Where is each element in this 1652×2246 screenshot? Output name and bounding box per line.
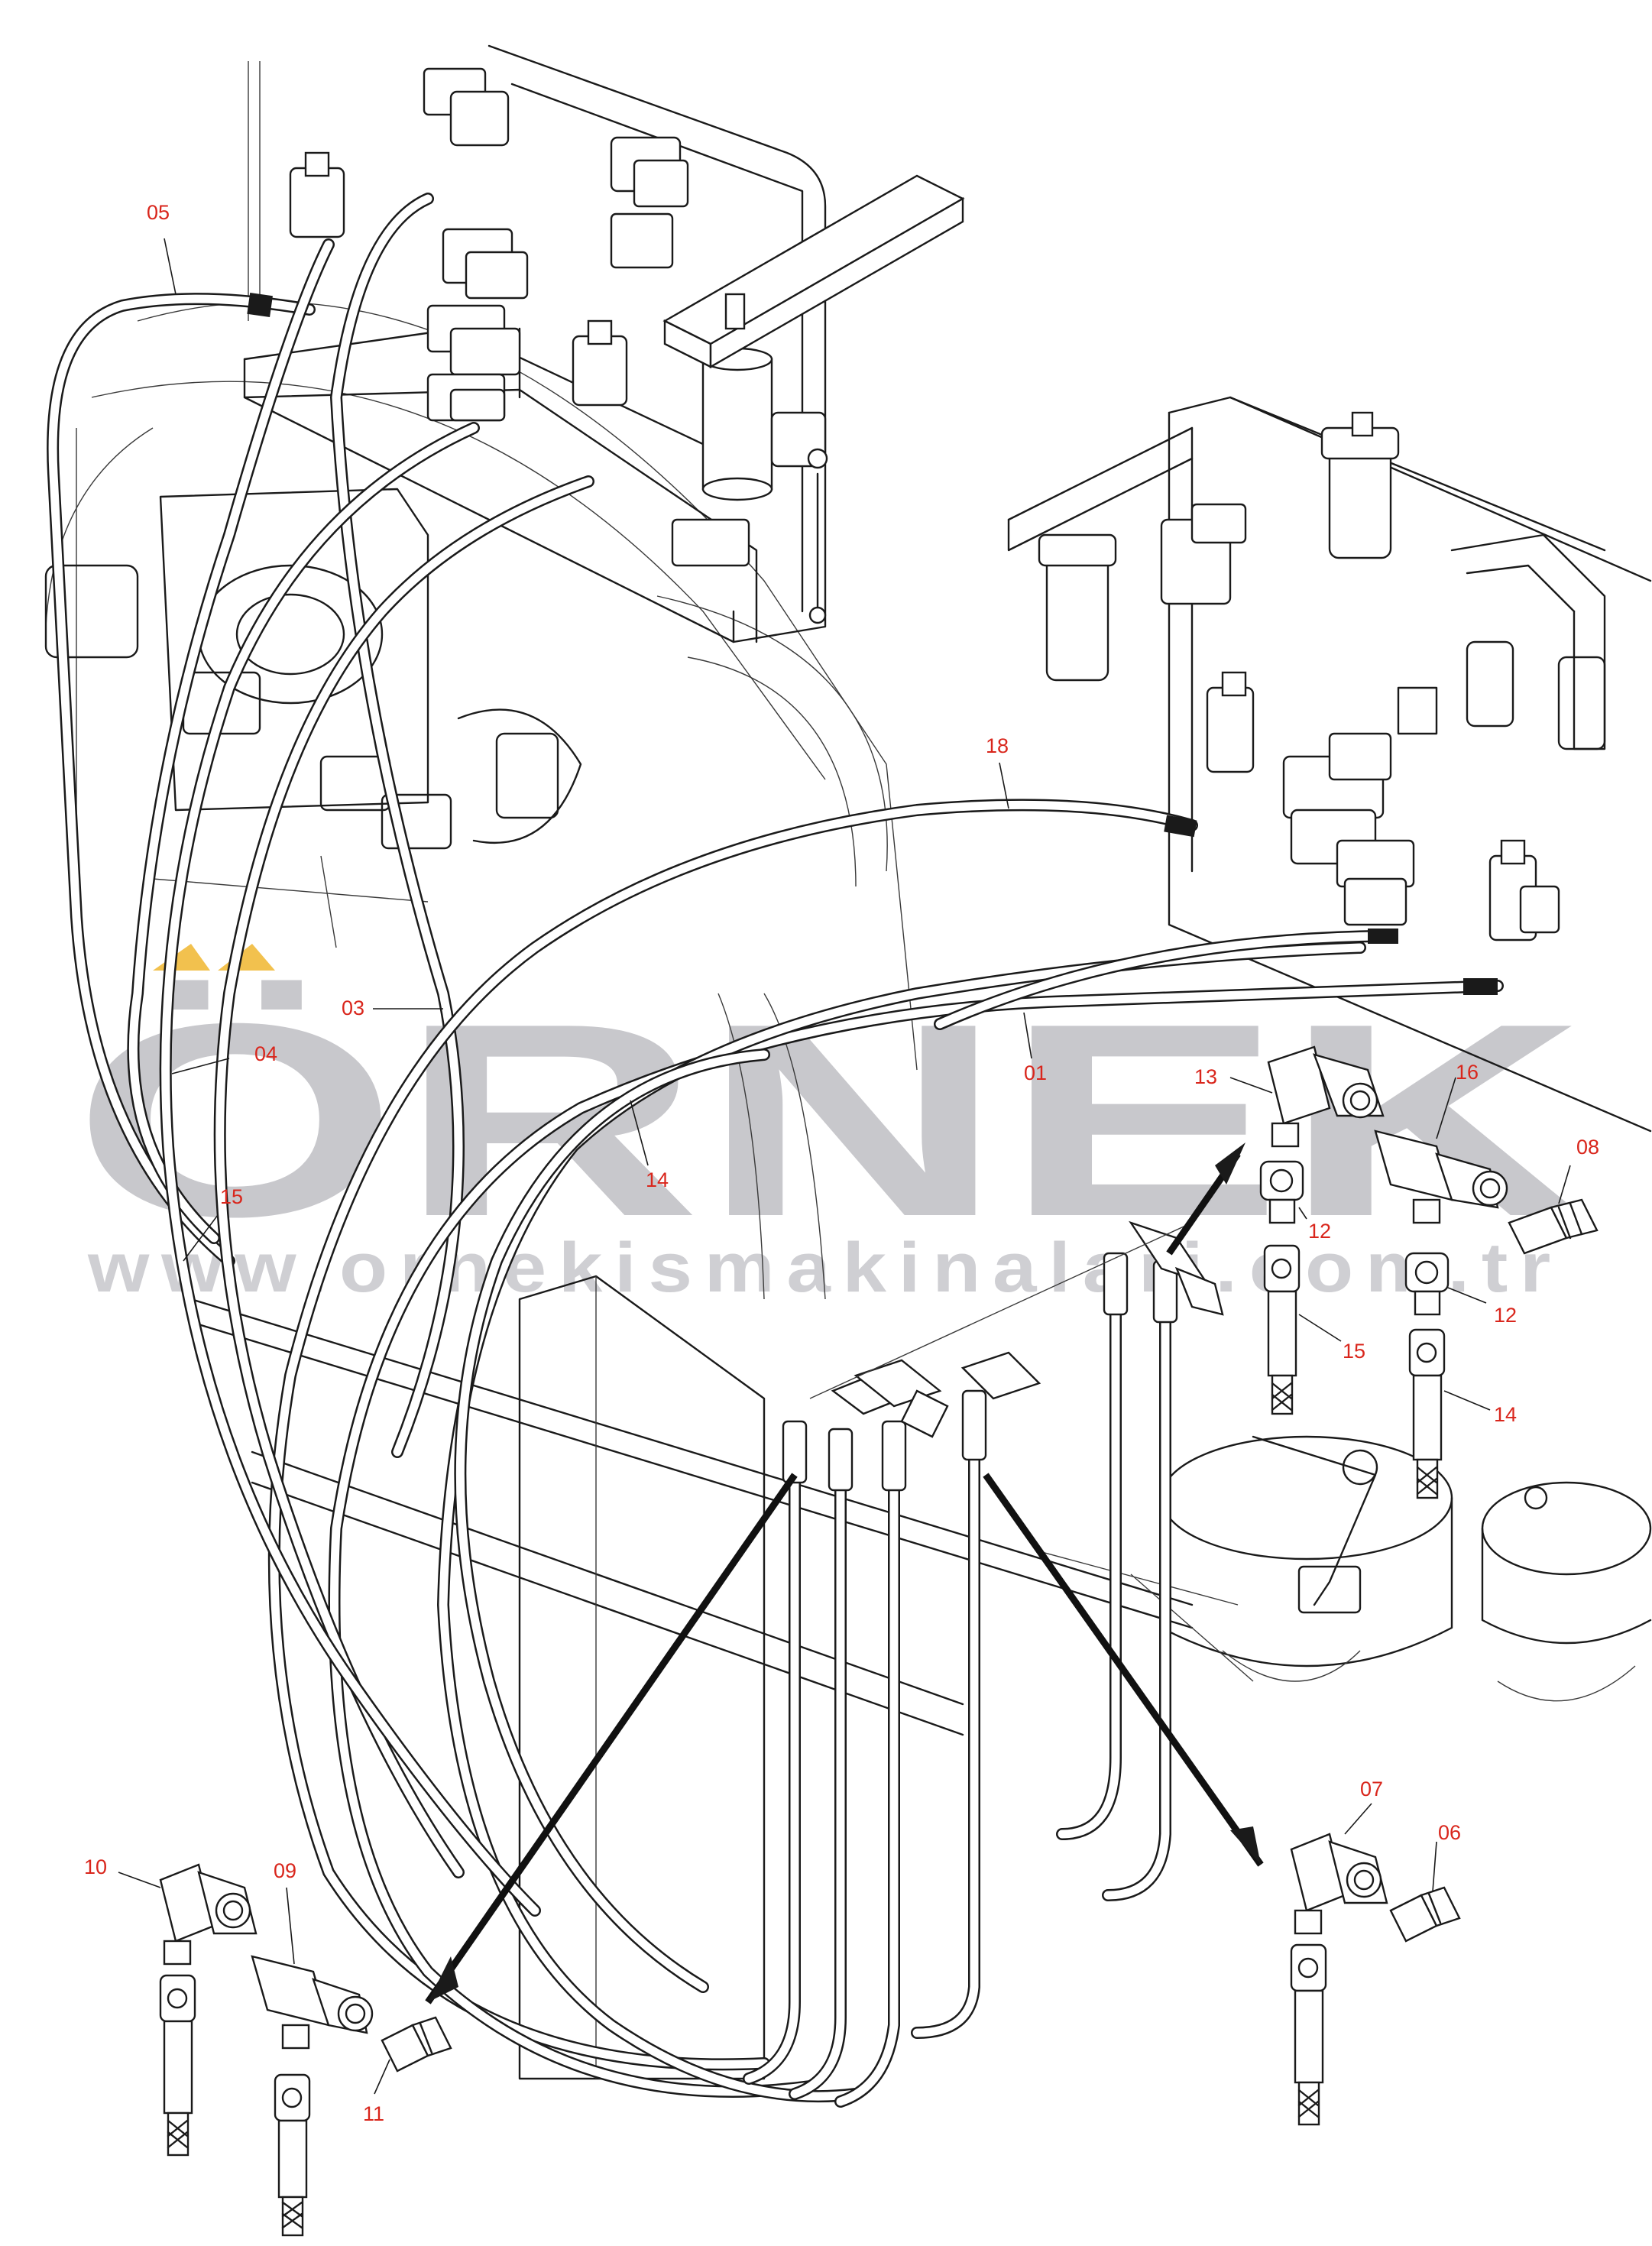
callout-09: 09 [274,1859,296,1882]
hose-end-14 [1408,1328,1446,1499]
nut-12-upper [1259,1160,1304,1224]
detail-fittings-lower-right [1290,1833,1461,2126]
callout-05: 05 [147,201,170,224]
callout-07: 07 [1360,1778,1383,1800]
callout-leaders [118,238,1571,2095]
hose-end-left-b [274,2073,311,2237]
plug-08 [1508,1198,1599,1255]
callouts: 05 18 03 04 01 13 16 08 14 15 12 12 15 1… [84,201,1599,2125]
solenoid-valve-stack [289,67,689,422]
mounting-rail [662,174,965,369]
detail-fittings-right [1259,1045,1599,1499]
watermark: ÖRNEK www.ornekismakinalari.com.tr [73,944,1586,1307]
callout-03: 03 [342,997,364,1019]
callout-13: 13 [1194,1065,1217,1088]
callout-18: 18 [986,734,1009,757]
elbow-fitting-13 [1267,1045,1385,1148]
callout-14-right: 14 [1494,1403,1517,1426]
callout-06: 06 [1438,1821,1461,1844]
callout-12-upper: 12 [1308,1220,1331,1243]
nut-12-lower [1404,1252,1450,1316]
pneumatic-cylinder [671,347,828,624]
upper-valve-panel [243,44,965,643]
air-filter-regulator [1038,411,1400,682]
callout-15-right: 15 [1343,1340,1365,1363]
elbow-fitting-07 [1290,1833,1388,1935]
right-solenoid-valves [1206,671,1560,942]
detail-fittings-lower-left [159,1863,452,2237]
callout-08: 08 [1576,1136,1599,1159]
callout-04: 04 [254,1042,277,1065]
hose-end-15 [1263,1244,1301,1415]
callout-16: 16 [1456,1061,1479,1084]
hose-end-left-a [159,1974,196,2157]
right-valve-panel [1007,396,1652,1133]
callout-10: 10 [84,1855,107,1878]
callout-11: 11 [363,2102,384,2125]
lower-manifold-fittings [782,1220,1224,1492]
elbow-fitting-10 [159,1863,258,1966]
callout-12-lower: 12 [1494,1304,1517,1327]
callout-15-left: 15 [220,1185,243,1208]
plug-06 [1389,1886,1461,1943]
tee-fitting-16 [1374,1129,1508,1224]
tee-fitting-09 [251,1955,374,2050]
callout-01: 01 [1024,1061,1047,1084]
right-bracket [1397,533,1606,750]
hose-end-lower-right [1290,1943,1327,2126]
detail-leaders [425,1142,1264,2005]
callout-14-upper: 14 [646,1168,669,1191]
hoses [47,193,1504,2108]
plug-11 [381,2016,452,2073]
